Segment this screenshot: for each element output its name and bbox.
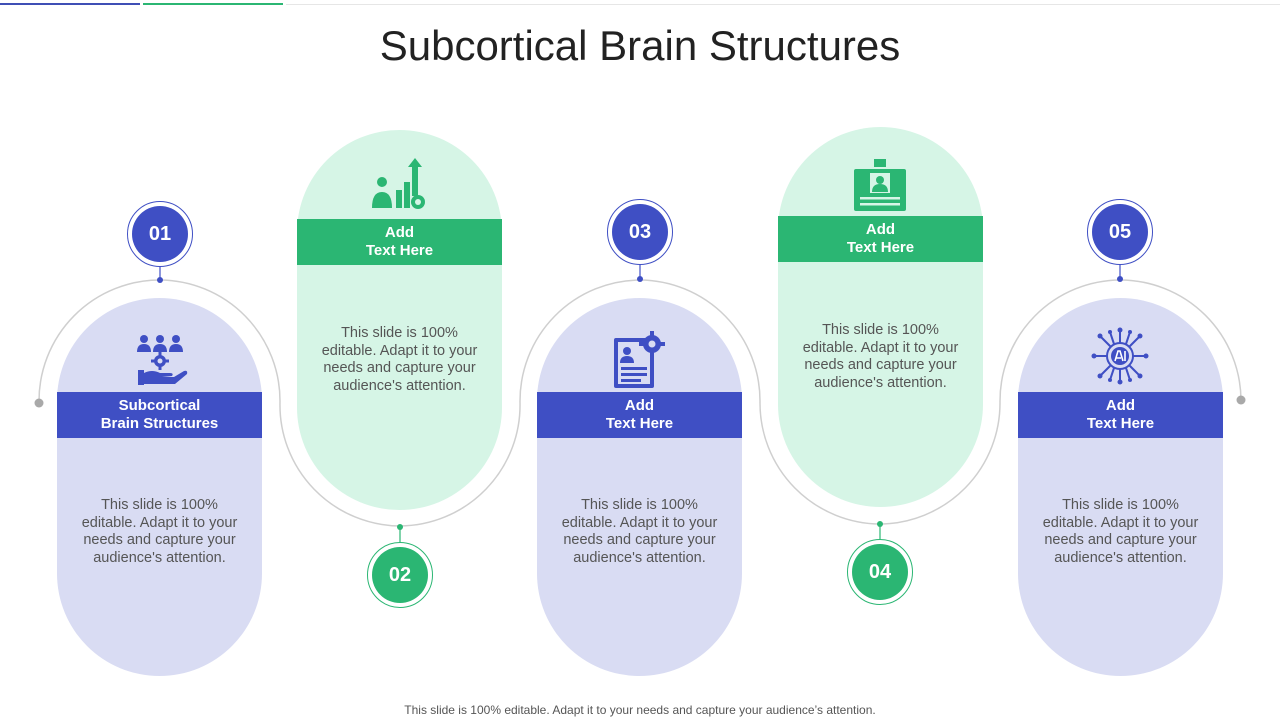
connector-end-dot: [1236, 395, 1246, 405]
step-number-badge-1: 01: [127, 201, 193, 267]
step-number-badge-3: 03: [607, 199, 673, 265]
step-description: This slide is 100% editable. Adapt it to…: [1042, 497, 1199, 566]
hand-team-gear-icon: [137, 335, 188, 385]
step-description: This slide is 100% editable. Adapt it to…: [81, 497, 238, 566]
ai-chip-icon: [1091, 327, 1149, 385]
step-description: This slide is 100% editable. Adapt it to…: [321, 325, 478, 394]
step-description: This slide is 100% editable. Adapt it to…: [802, 322, 959, 391]
top-accent-green: [143, 3, 283, 5]
step-number-badge-4: 04: [847, 539, 913, 605]
growth-chart-person-icon: [372, 158, 425, 209]
step-number-badge-5: 05: [1087, 199, 1153, 265]
step-number-badge-2: 02: [367, 542, 433, 608]
document-gear-icon: [614, 331, 665, 388]
footer-note: This slide is 100% editable. Adapt it to…: [404, 703, 876, 717]
page-title: Subcortical Brain Structures: [379, 22, 901, 69]
id-badge-icon: [854, 159, 906, 211]
step-description: This slide is 100% editable. Adapt it to…: [561, 497, 718, 566]
top-accent-line: [286, 4, 1280, 5]
top-accent-blue: [0, 3, 140, 5]
connector-end-dot: [34, 398, 44, 408]
